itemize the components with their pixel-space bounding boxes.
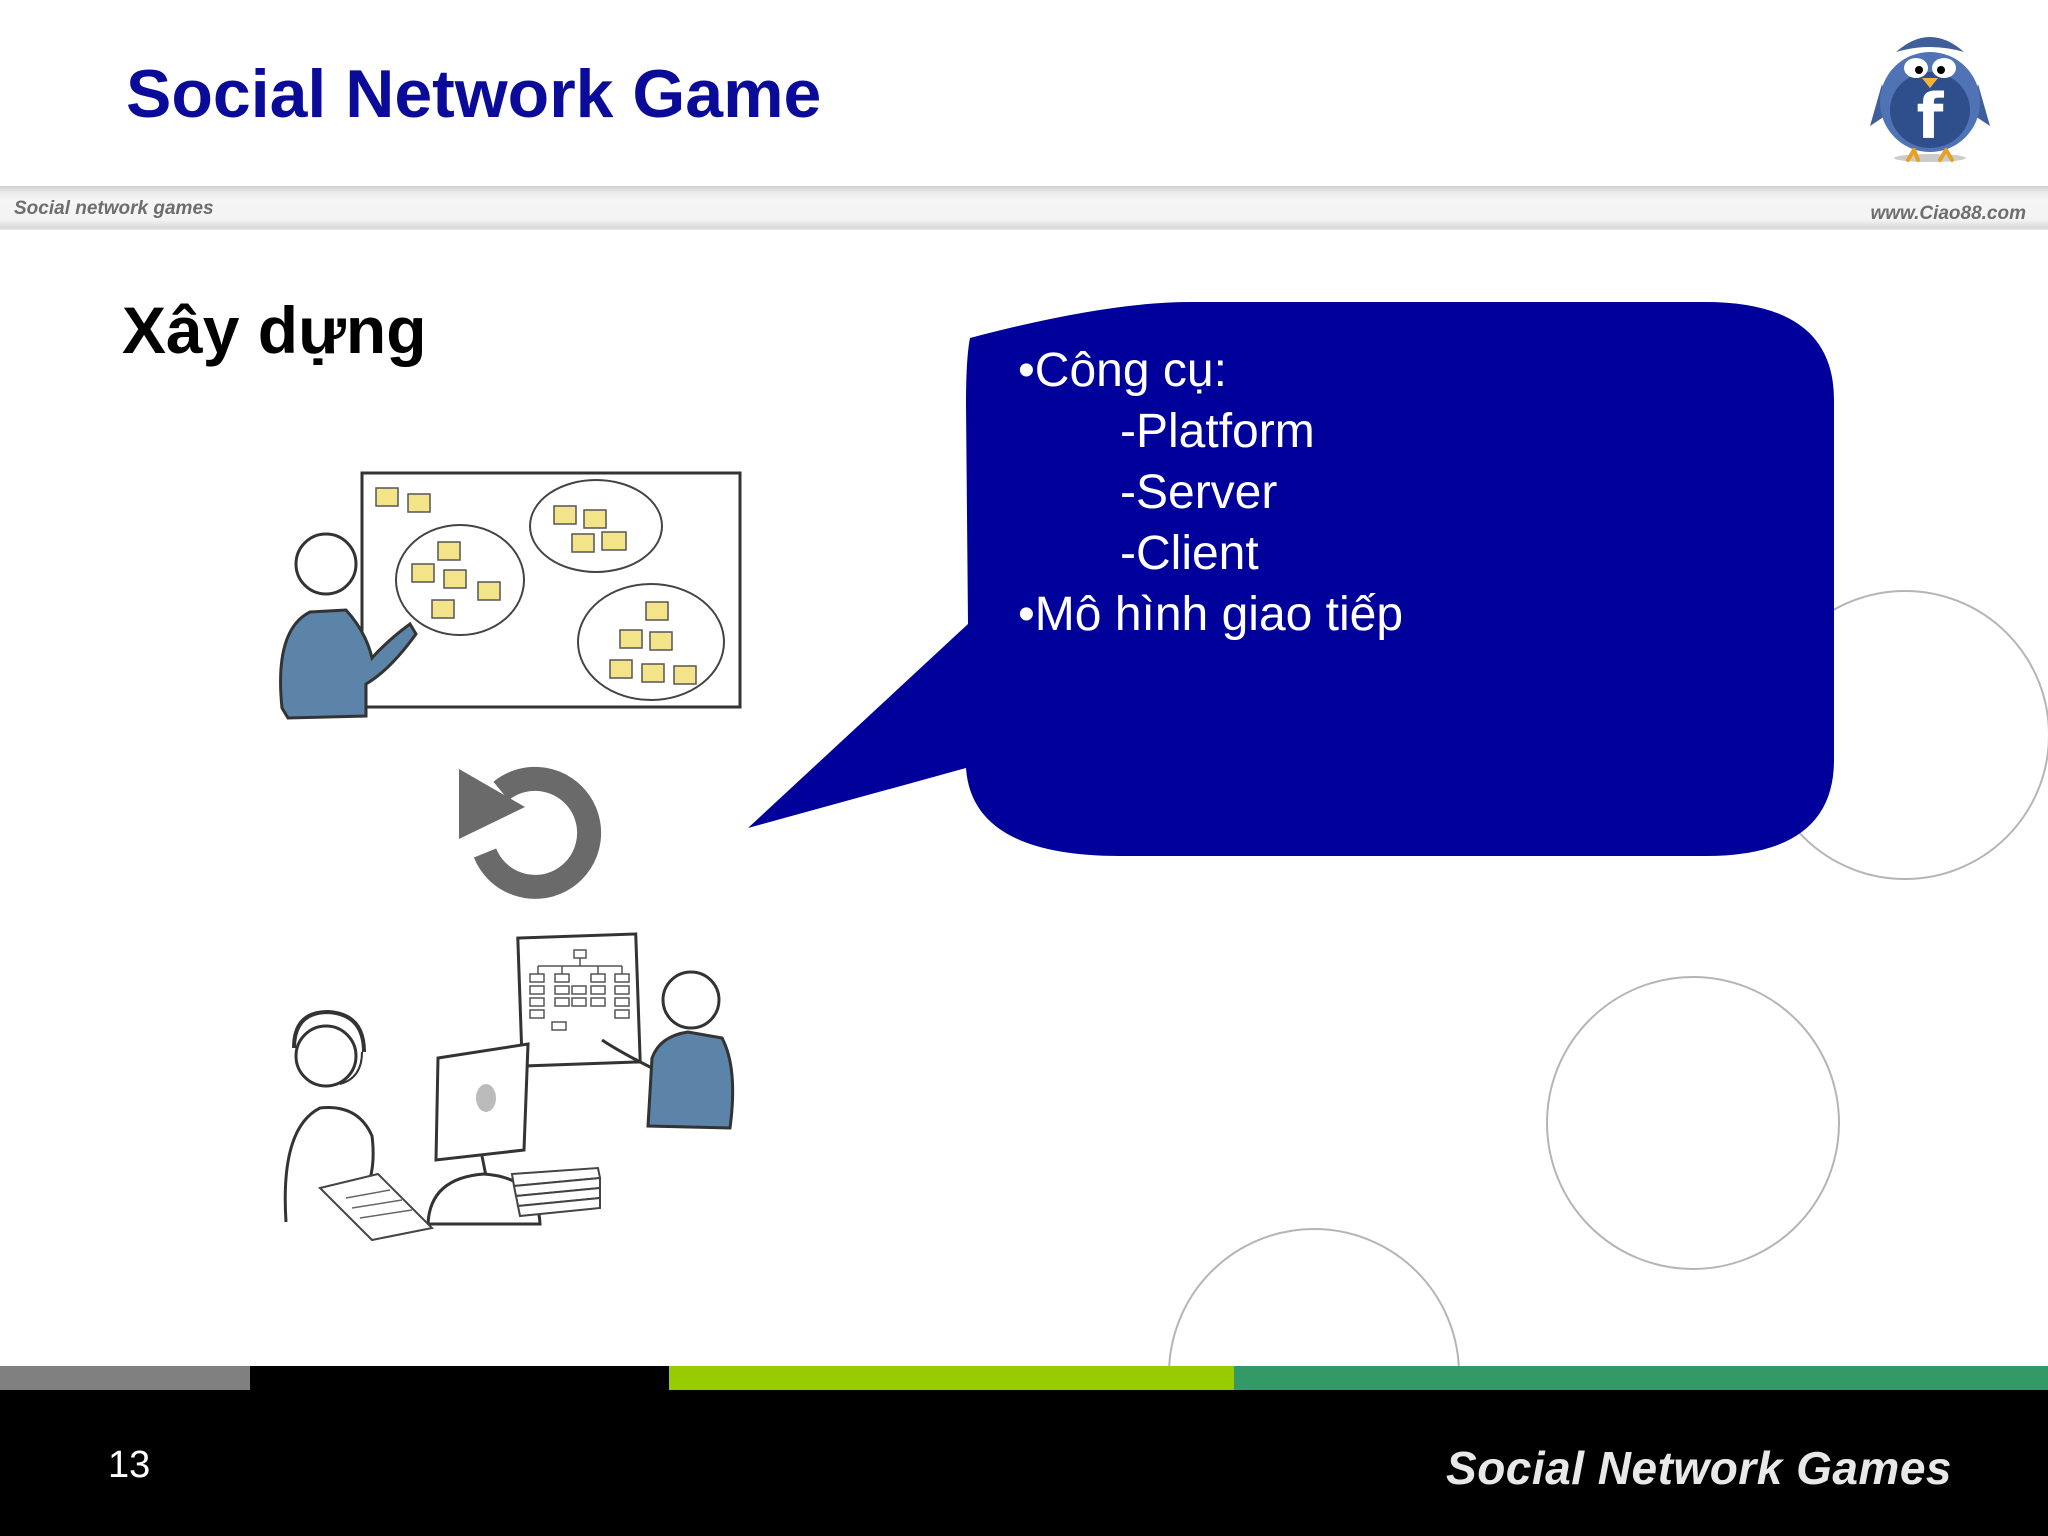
bubble-line-client: -Client (1120, 527, 1259, 580)
bubble-line-communication-model: •Mô hình giao tiếp (1018, 588, 1404, 641)
slide-title: Social Network Game (126, 56, 822, 132)
header-tagline: Social network games (14, 198, 214, 219)
section-heading: Xây dựng (122, 293, 427, 367)
team-working-illustration (283, 932, 735, 1242)
stripe-black (250, 1366, 669, 1390)
bubble-line-server: -Server (1120, 466, 1278, 519)
stripe-lime (669, 1366, 1234, 1390)
header-website: www.Ciao88.com (1870, 203, 2026, 224)
footer-bar (0, 1390, 2048, 1536)
bubble-line-platform: -Platform (1120, 405, 1315, 458)
svg-text:f: f (1917, 80, 1945, 153)
bubble-content: •Công cụ: -Platform -Server -Client •Mô … (1018, 340, 1808, 645)
page-number: 13 (108, 1444, 151, 1486)
refresh-cycle-icon (459, 766, 602, 899)
speech-bubble (748, 302, 1834, 856)
whiteboard-planning-illustration (279, 471, 742, 720)
stripe-green (1234, 1366, 2048, 1390)
facebook-bird-icon: f (1870, 37, 1990, 162)
stripe-gray (0, 1366, 250, 1390)
footer-brand: Social Network Games (1446, 1442, 1952, 1494)
bubble-line-tools: •Công cụ: (1018, 344, 1227, 397)
decor-circle (1546, 976, 1840, 1270)
header-bar (0, 186, 2048, 230)
